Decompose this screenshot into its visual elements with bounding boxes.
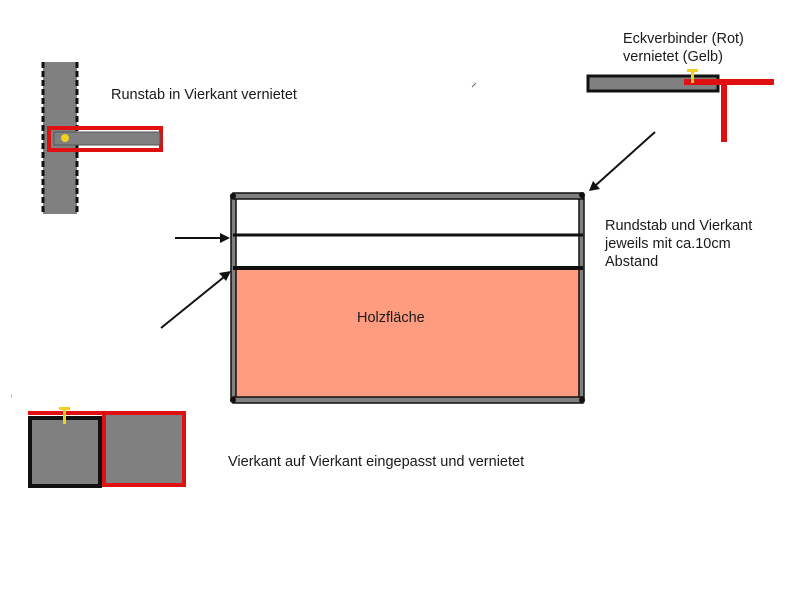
runstab-detail <box>41 62 163 214</box>
abstand-label-line3: Abstand <box>605 254 659 270</box>
square-tube-left <box>28 416 102 488</box>
rivet-stem <box>691 71 694 83</box>
abstand-label-line2: jeweils mit ca.10cm <box>605 236 731 252</box>
runstab-label: Runstab in Vierkant vernietet <box>111 87 297 103</box>
arrow-to-corner-head <box>589 181 600 191</box>
red-connector-sleeve <box>47 126 163 152</box>
rivet-head <box>61 134 69 142</box>
arrows <box>160 131 656 329</box>
vierkant-detail <box>11 394 186 488</box>
frame-top-bar <box>232 192 584 200</box>
eckverbinder-label-line1: Eckverbinder (Rot) <box>623 31 744 47</box>
corner-dot-bl <box>230 397 236 403</box>
frame-left-post <box>230 194 237 402</box>
rivet-cap-2 <box>59 407 70 410</box>
arrow-to-corner-shaft <box>595 131 656 186</box>
holzflaeche-label: Holzfläche <box>357 310 425 326</box>
eckverbinder-label-line2: vernietet (Gelb) <box>623 49 723 65</box>
arrow-to-panel-head <box>219 271 231 281</box>
rivet-stem-2 <box>63 409 66 424</box>
frame-bottom-bar <box>232 396 584 404</box>
frame-right-post <box>578 194 585 402</box>
corner-dot-tl <box>230 193 236 199</box>
arrow-to-rail-head <box>220 233 230 243</box>
vierkant-label: Vierkant auf Vierkant eingepasst und ver… <box>228 454 525 470</box>
round-rod <box>53 131 161 146</box>
corner-dot-tr <box>579 192 585 198</box>
corner-dot-br <box>579 397 585 403</box>
tiny-mark <box>11 394 12 398</box>
rivet-cap <box>687 69 698 72</box>
pencil-mark <box>471 82 477 88</box>
eckverbinder-detail <box>471 69 774 142</box>
square-tube-right <box>102 411 186 487</box>
wood-panel <box>233 268 583 401</box>
frame-assembly <box>230 192 585 404</box>
arrow-to-panel-shaft <box>160 276 225 329</box>
abstand-label-line1: Rundstab und Vierkant <box>605 218 753 234</box>
